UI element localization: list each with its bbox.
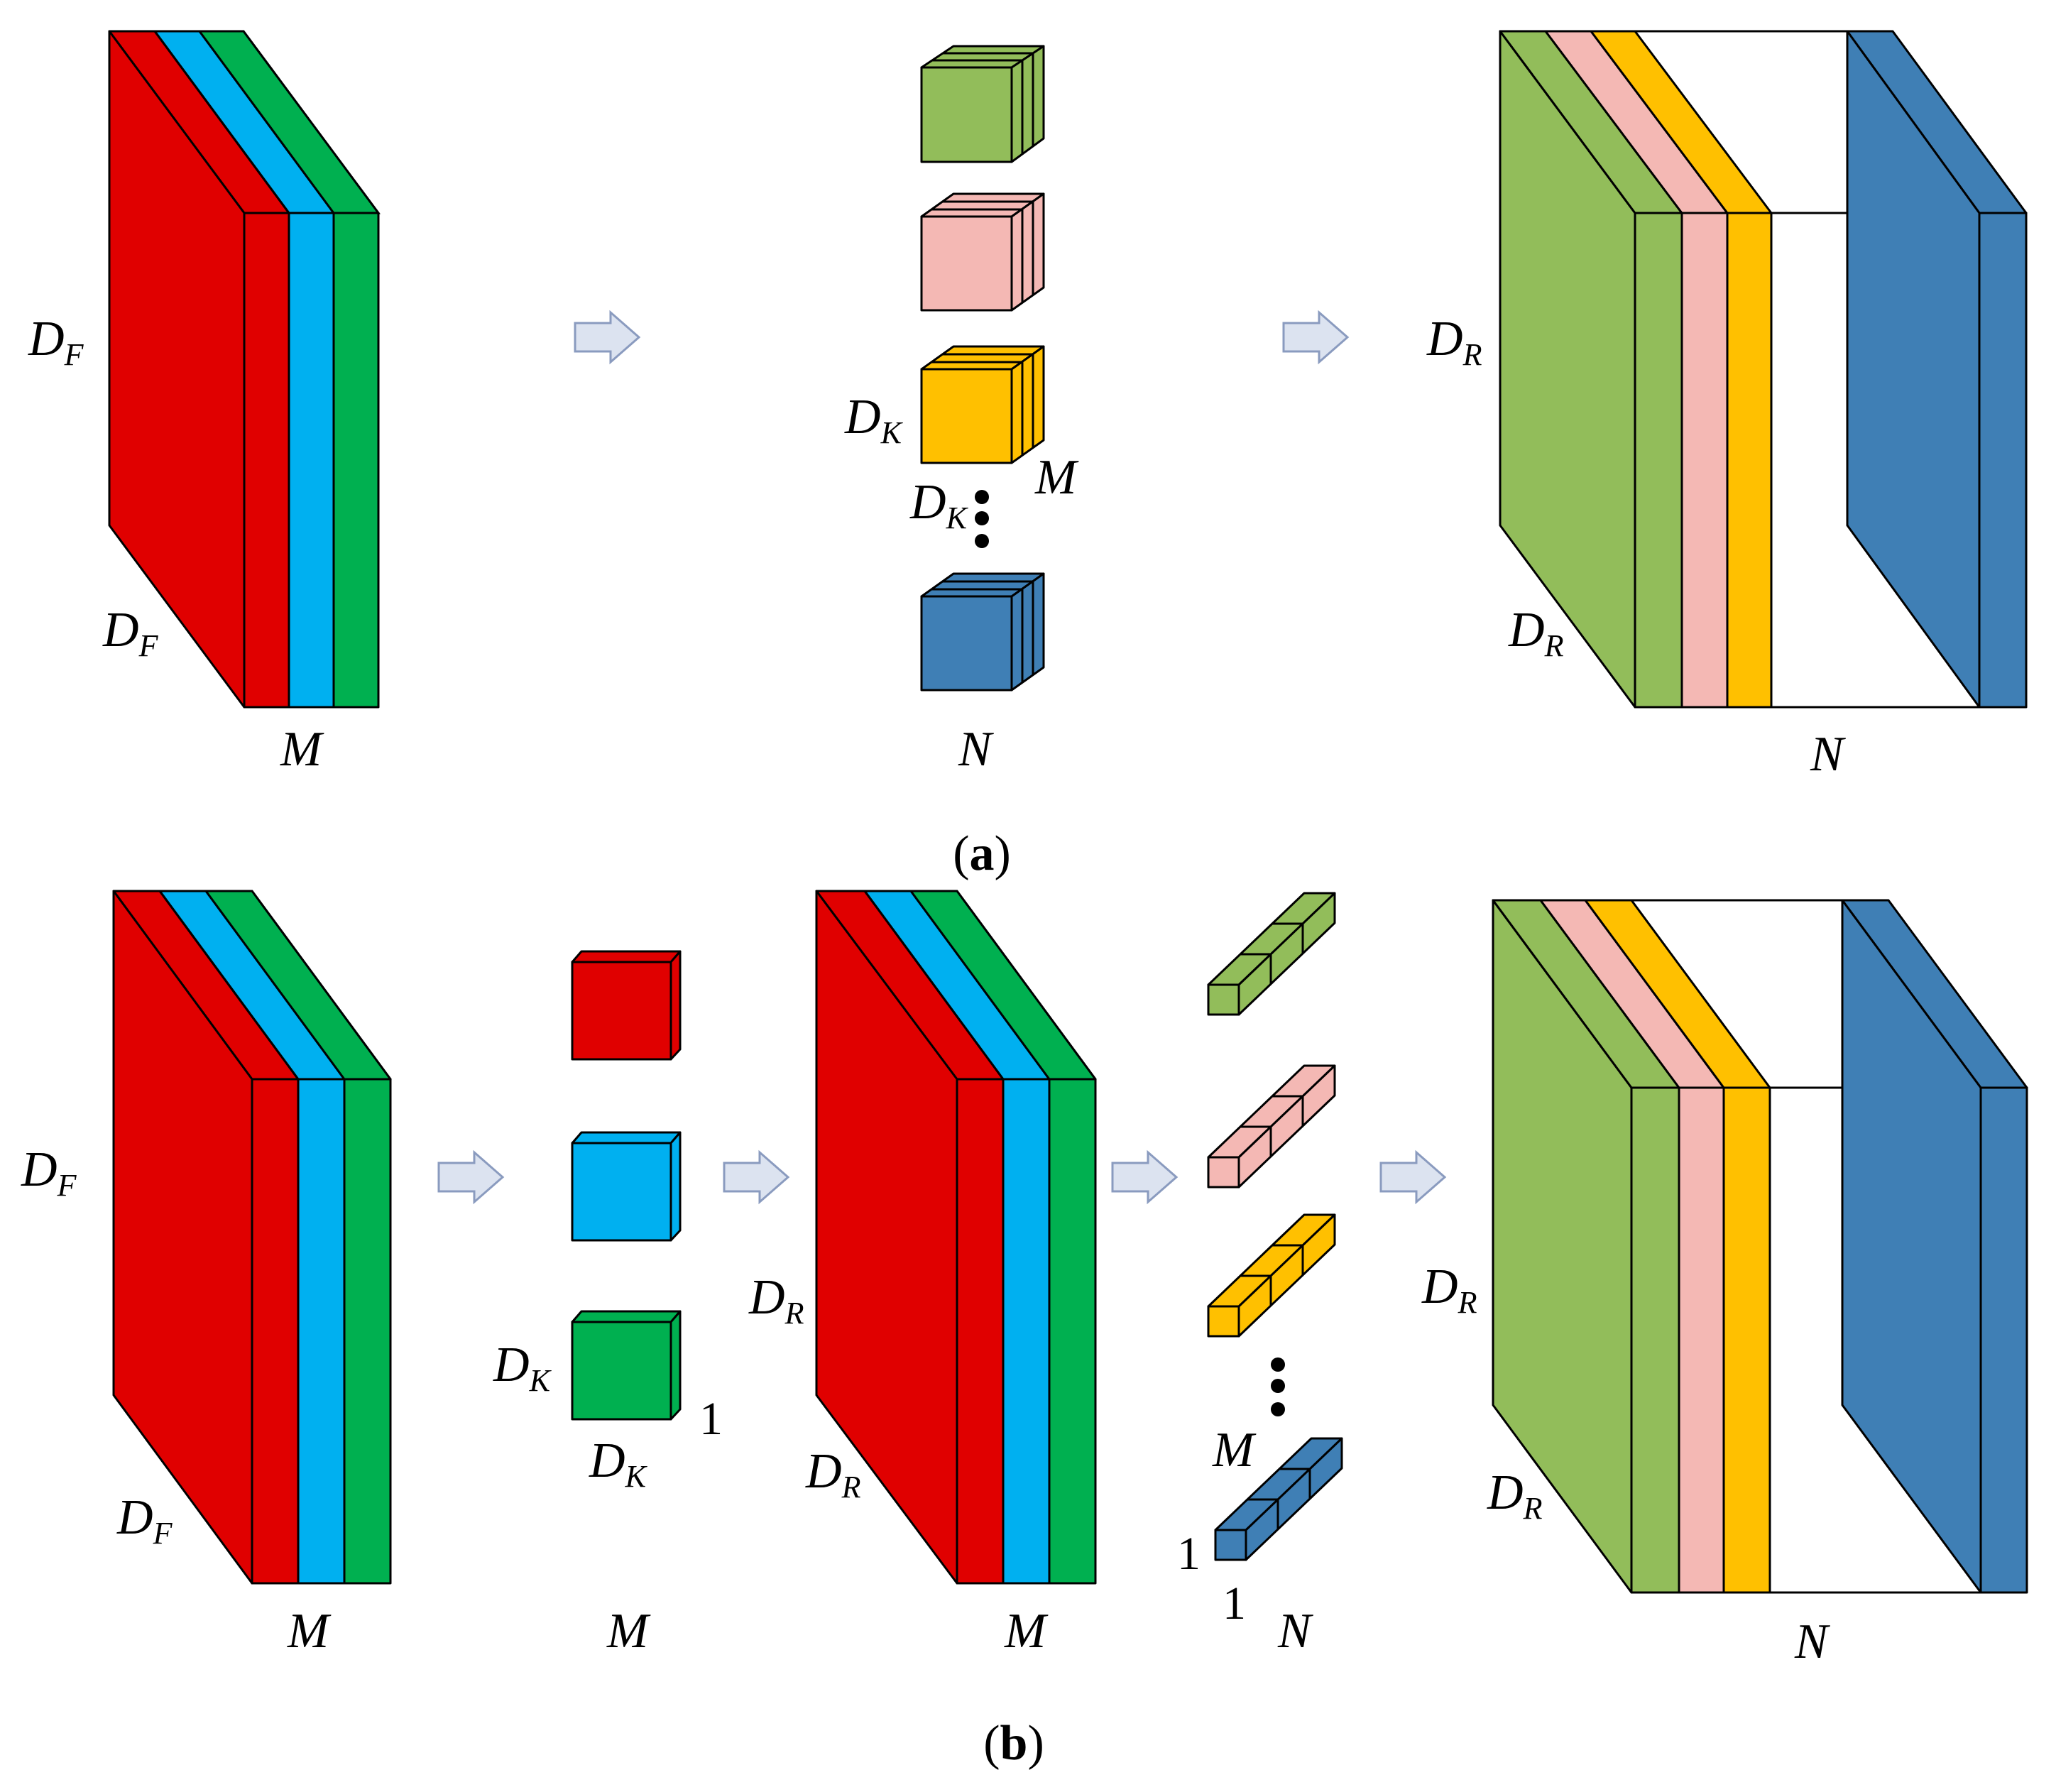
panel-b: DF DF M DK DK 1 M <box>21 890 2028 1771</box>
input-a-slice-cyan <box>288 212 335 709</box>
pointwise-kernel-yellow <box>1207 1213 1336 1338</box>
output-b-height-label: DR <box>1421 1260 1477 1320</box>
input-a-top-divider <box>153 31 290 214</box>
arrow-icon <box>723 1149 790 1205</box>
pointwise-kernel-green <box>1207 892 1336 1016</box>
caption-a: (a) <box>953 826 1011 881</box>
kernels-a-size-label: DK <box>844 390 904 450</box>
intermediate-channels-label: M <box>1004 1604 1049 1659</box>
input-feature-map-b <box>112 890 392 1585</box>
panel-a: DF DF M <box>28 30 2028 881</box>
kernel-yellow-a <box>920 345 1045 464</box>
intermediate-feature-map <box>815 890 1097 1585</box>
pointwise-height-label: 1 <box>1177 1528 1201 1580</box>
ellipsis-dots-b <box>1271 1357 1285 1416</box>
arrow-icon <box>1111 1149 1179 1205</box>
input-a-slice-red <box>243 212 290 709</box>
output-a-height-label: DR <box>1426 312 1482 372</box>
output-a-channels-label: N <box>1810 727 1846 782</box>
depthwise-kernel-cyan <box>571 1131 682 1242</box>
depthwise-depth-label: 1 <box>699 1393 723 1445</box>
pointwise-count-label: N <box>1277 1604 1313 1659</box>
arrow-icon <box>1282 310 1350 365</box>
depthwise-width-label: DK <box>589 1433 648 1494</box>
kernel-green-a <box>920 45 1045 163</box>
input-b-depth-label: DF <box>116 1490 173 1551</box>
pointwise-channels-label: M <box>1212 1423 1257 1477</box>
caption-b: (b) <box>983 1716 1044 1771</box>
kernels-a-count-label: N <box>958 722 994 777</box>
depthwise-kernel-green <box>571 1310 682 1421</box>
depthwise-size-label: DK <box>493 1338 552 1398</box>
output-a-depth-label: DR <box>1508 603 1564 663</box>
input-feature-map-a <box>108 30 381 709</box>
kernel-blue-a <box>920 572 1045 692</box>
kernels-a-depth-label: DK <box>909 475 969 535</box>
intermediate-height-label: DR <box>748 1270 804 1331</box>
depthwise-kernel-red <box>571 950 682 1061</box>
kernel-pink-a <box>920 192 1045 312</box>
arrow-icon <box>574 310 641 365</box>
output-feature-map-a <box>1499 30 2028 709</box>
depthwise-count-label: M <box>606 1604 651 1659</box>
ellipsis-dots-a <box>975 490 989 548</box>
arrow-icon <box>437 1149 505 1205</box>
output-b-channels-label: N <box>1794 1615 1830 1669</box>
pointwise-width-label: 1 <box>1223 1578 1246 1629</box>
input-a-channels-label: M <box>280 722 324 777</box>
input-b-height-label: DF <box>21 1142 77 1203</box>
input-a-height-label: DF <box>28 312 84 372</box>
input-b-channels-label: M <box>287 1604 332 1659</box>
intermediate-depth-label: DR <box>805 1444 861 1504</box>
input-a-depth-label: DF <box>102 603 159 663</box>
output-feature-map-b <box>1492 899 2028 1594</box>
input-a-slice-green <box>332 212 380 709</box>
kernels-a-channels-label: M <box>1034 450 1079 505</box>
arrow-icon <box>1379 1149 1447 1205</box>
pointwise-kernel-blue <box>1214 1437 1343 1561</box>
input-a-top-green <box>197 30 381 214</box>
pointwise-kernel-pink <box>1207 1064 1336 1189</box>
output-b-depth-label: DR <box>1487 1465 1543 1526</box>
